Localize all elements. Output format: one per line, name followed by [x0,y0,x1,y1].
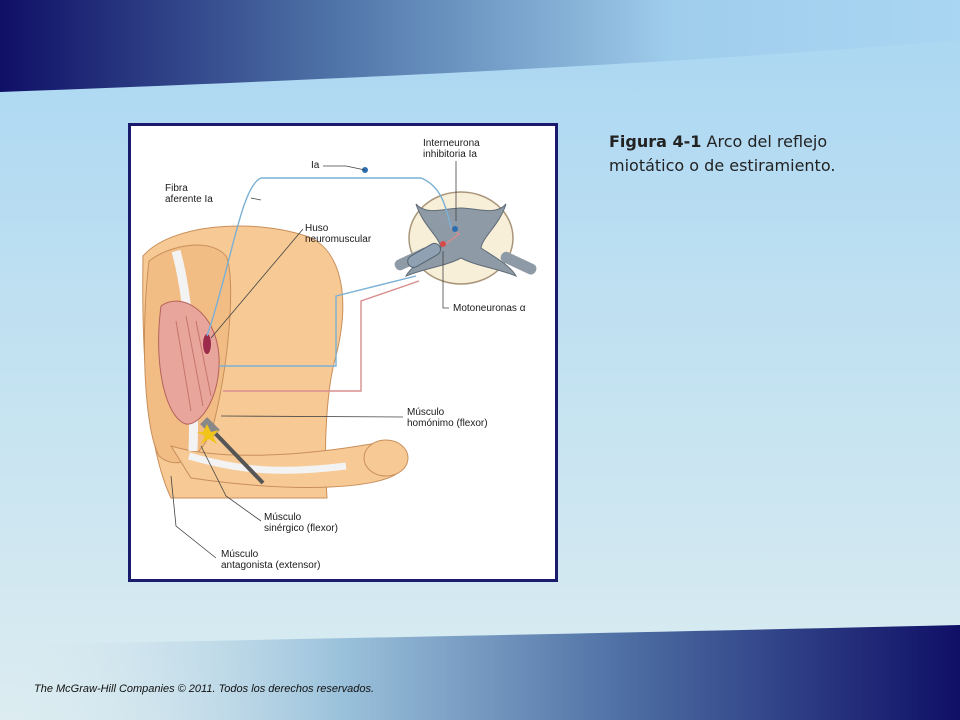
label-sinergico: Músculo sinérgico (flexor) [264,512,338,534]
motor-fiber-homonymous [219,275,417,367]
copyright-footer: The McGraw-Hill Companies © 2011. Todos … [34,683,375,695]
radius-ulna [188,452,347,474]
afferent-fiber-ia [206,177,452,337]
label-ia: Ia [311,160,320,171]
interneuron-body [452,226,458,232]
reflex-hammer [197,417,265,485]
fist [363,439,409,477]
top-decorative-band [0,0,960,92]
muscle-spindle [203,334,211,354]
reflex-arc-illustration [142,161,537,559]
label-antagonista: Músculo antagonista (extensor) [221,549,321,571]
label-huso: Huso neuromuscular [305,223,372,245]
motoneuron-body [440,241,446,247]
spinal-cord [394,191,537,285]
label-motoneuronas: Motoneuronas α [453,303,526,314]
bottom-decorative-band [0,625,960,720]
biceps-muscle [158,300,220,425]
figure-image: Ia Fibra aferente Ia Interneurona inhibi… [128,123,558,582]
label-homonimo: Músculo homónimo (flexor) [407,407,488,429]
label-interneurona: Interneurona inhibitoria Ia [423,138,480,160]
caption-text: Arco del reflejo miotático o de estirami… [609,132,836,175]
label-fibra-aferente: Fibra aferente Ia [165,183,213,205]
motor-fiber-antagonist [223,280,420,392]
figure-caption: Figura 4-1 Arco del reflejo miotático o … [609,130,849,178]
nerve-root [407,242,441,268]
figure-label: Figura 4-1 [609,132,702,151]
